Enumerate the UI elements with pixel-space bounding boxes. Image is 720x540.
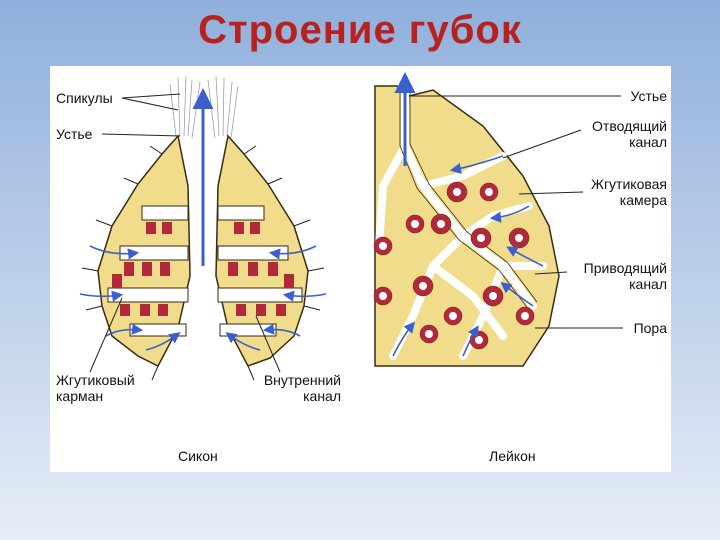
slide-title: Строение губок	[198, 8, 522, 52]
label-flagellated-chamber: Жгутиковая камера	[591, 176, 667, 208]
label-flagellated-pocket: Жгутиковый карман	[56, 372, 135, 404]
label-excurrent-canal: Отводящий канал	[592, 118, 667, 150]
sycon-panel: Спикулы Устье Жгутиковый карман Внутренн…	[50, 66, 353, 472]
sycon-diagram	[79, 75, 327, 381]
label-incurrent-canal: Приводящий канал	[584, 260, 667, 292]
leucon-panel: Устье Отводящий канал Жгутиковая камера …	[353, 66, 671, 472]
leucon-diagram	[373, 72, 623, 367]
label-spicules: Спикулы	[56, 90, 113, 106]
label-excurrent-canal-line2: канал	[629, 134, 667, 150]
label-incurrent-canal-line1: Приводящий	[583, 260, 667, 276]
label-flagellated-pocket-line2: карман	[56, 388, 104, 404]
label-flagellated-chamber-line2: камера	[619, 192, 667, 208]
label-inner-canal-line1: Внутренний	[263, 372, 341, 388]
label-flagellated-chamber-line1: Жгутиковая	[591, 176, 667, 192]
label-osculum: Устье	[56, 126, 93, 142]
label-incurrent-canal-line2: канал	[629, 276, 667, 292]
label-excurrent-canal-line1: Отводящий	[592, 118, 667, 134]
label-pore: Пора	[633, 320, 667, 336]
label-inner-canal: Внутренний канал	[264, 372, 341, 404]
leucon-caption: Лейкон	[489, 448, 536, 464]
label-inner-canal-line2: канал	[303, 388, 341, 404]
label-leucon-osculum: Устье	[630, 88, 667, 104]
spicule-tuft	[169, 75, 239, 139]
sycon-caption: Сикон	[178, 448, 218, 464]
label-flagellated-pocket-line1: Жгутиковый	[56, 372, 135, 388]
